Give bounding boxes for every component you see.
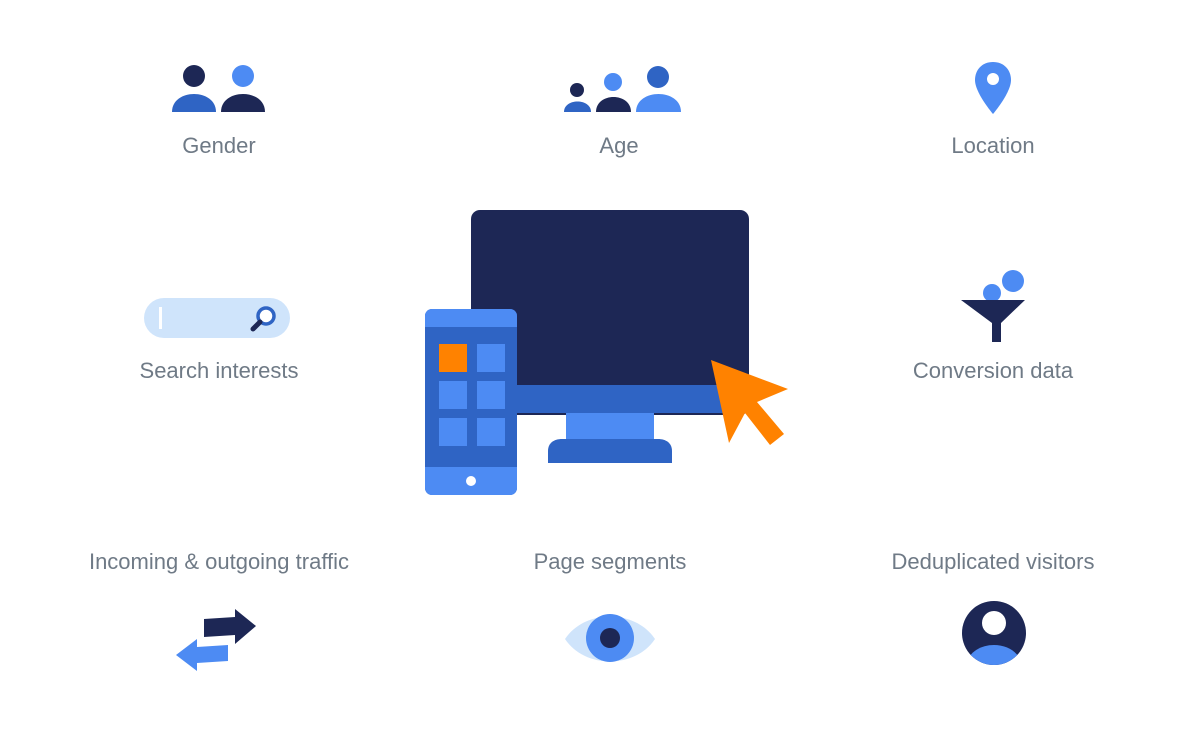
feature-page-segments-label: Page segments [533,549,687,574]
feature-age-label: Age [599,133,639,158]
user-avatar-icon [962,601,1026,665]
swap-arrows-icon [176,609,256,671]
funnel-icon [961,270,1025,342]
eye-icon [565,614,655,662]
feature-traffic-label: Incoming & outgoing traffic [88,549,350,574]
devices-illustration-icon [425,210,788,495]
feature-conversion-data-label: Conversion data [912,358,1074,383]
feature-location-label: Location [951,133,1035,158]
map-pin-icon [975,62,1011,114]
people-group-icon [564,66,681,112]
feature-search-interests-label: Search interests [139,358,299,383]
feature-deduplicated-visitors-label: Deduplicated visitors [891,549,1095,574]
feature-gender-label: Gender [182,133,256,158]
search-bar-icon [144,298,290,338]
people-pair-icon [172,65,265,112]
